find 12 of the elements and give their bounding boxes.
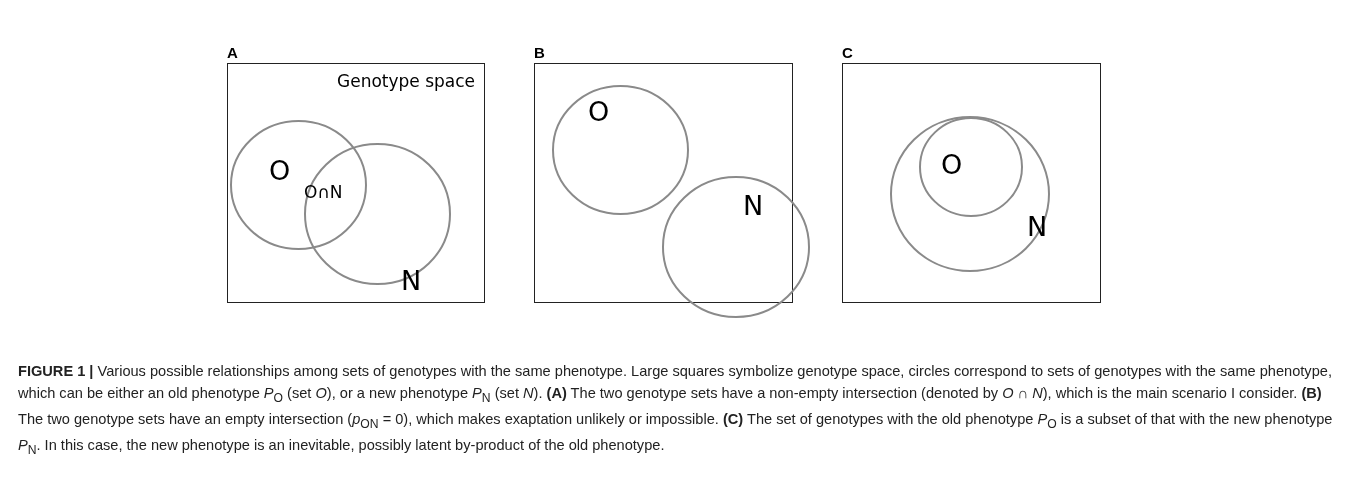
set-label: O bbox=[941, 151, 963, 179]
set-label: N bbox=[401, 267, 422, 295]
panel-letter: C bbox=[842, 45, 853, 61]
set-label: O bbox=[269, 157, 291, 185]
panel-letter: B bbox=[534, 45, 545, 61]
panel-letter: A bbox=[227, 45, 238, 61]
set-label: N bbox=[1027, 213, 1048, 241]
figure-caption: FIGURE 1 | Various possible relationships among sets of genotypes with the same phenotype. Large squares symbolize genotype space, circles correspond to sets of genotypes with the same phenotype, which can be either an old phenotype P$_{O}$ (set O), or a new phenotype P$_{N}$ (set N). (A) The two genotype sets have a non-empty intersection (denoted by O ∩ N), which is the main scenario I consider. (B) The two genotype sets have an empty intersection (p$_{ON}$ = 0), which makes exaptation unlikely or impossible. (C) The set of genotypes with the old phenotype P$_{O}$ is a subset of that with the new phenotype P$_{N}$. In this case, the new phenotype is an inevitable, possibly latent by-product of the old phenotype. bbox=[18, 362, 1334, 460]
set-label: O bbox=[588, 98, 610, 126]
intersection-label: O∩N bbox=[304, 182, 343, 202]
region-label: Genotype space bbox=[337, 71, 476, 91]
set-label: N bbox=[743, 192, 764, 220]
